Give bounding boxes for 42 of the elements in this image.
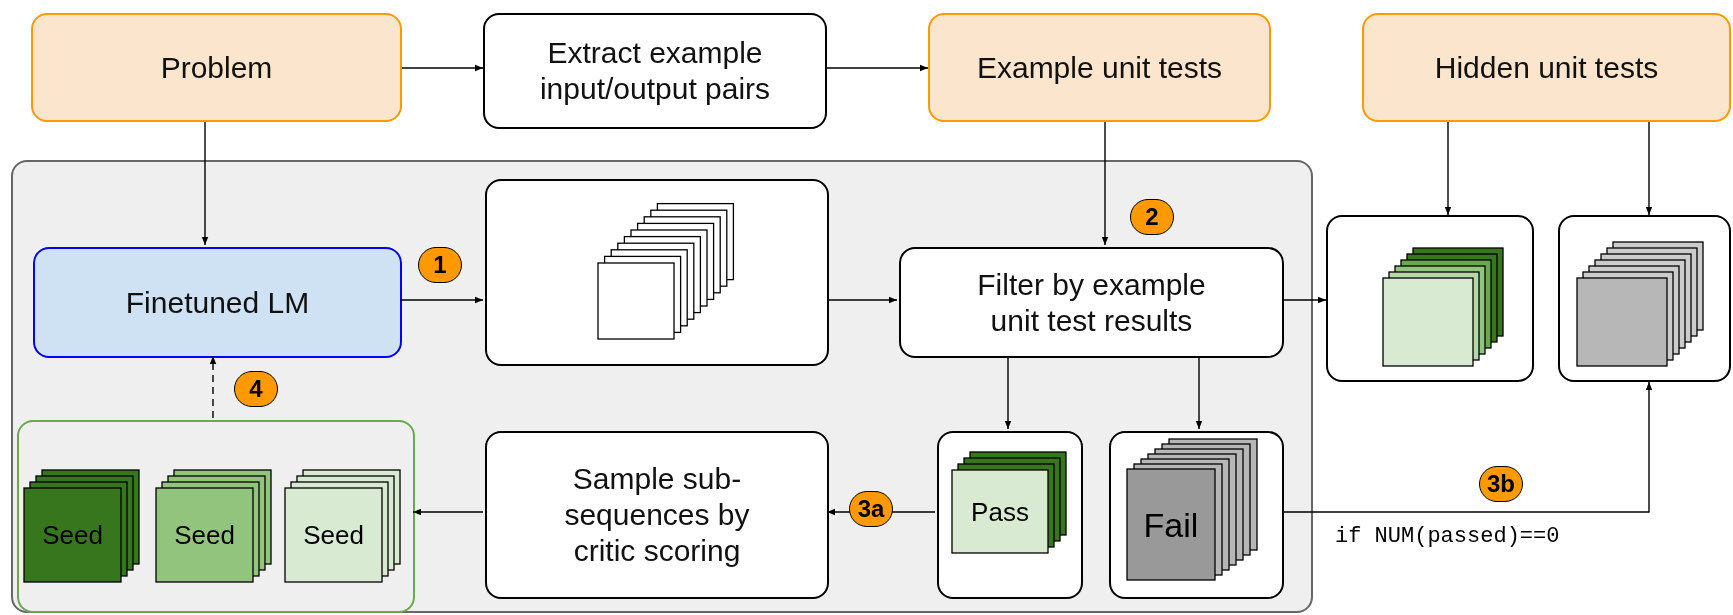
arrow	[399, 296, 484, 304]
arrow	[1281, 381, 1653, 513]
samples-box	[937, 431, 1083, 599]
step-badge: 3b	[1479, 466, 1523, 502]
box-label: Problem	[160, 49, 273, 86]
process-box	[899, 247, 1284, 358]
process-box	[483, 13, 827, 129]
input-box	[31, 13, 402, 122]
box-label: Filter by example unit test results	[976, 266, 1207, 339]
card-label: Seed	[42, 522, 103, 548]
arrow	[1281, 296, 1327, 304]
arrow	[1195, 355, 1203, 430]
box-label: Example unit tests	[976, 49, 1223, 86]
card-label: Pass	[971, 498, 1029, 525]
box-label: Hidden unit tests	[1434, 49, 1659, 86]
card-label: Seed	[303, 522, 364, 548]
card-label: Seed	[174, 522, 235, 548]
arrow	[201, 121, 209, 246]
samples-box	[1109, 431, 1284, 599]
seed-group-box	[17, 420, 415, 613]
input-box	[928, 13, 1271, 122]
samples-box	[1326, 215, 1534, 382]
edge-label: if NUM(passed)==0	[1335, 526, 1560, 548]
arrow	[1444, 121, 1452, 216]
box-label: Extract example input/output pairs	[538, 35, 772, 107]
box-label: Sample sub-sequences by critic scoring	[563, 461, 751, 569]
arrow	[412, 508, 484, 516]
arrow	[209, 355, 217, 419]
arrow	[1004, 355, 1012, 430]
samples-box	[485, 179, 829, 366]
panel-background	[11, 160, 1313, 613]
model-box	[33, 247, 402, 358]
process-box	[485, 431, 829, 599]
arrow	[401, 64, 484, 72]
input-box	[1362, 13, 1731, 122]
arrow	[826, 64, 929, 72]
arrow	[1645, 121, 1653, 216]
box-label: Finetuned LM	[125, 284, 310, 321]
arrow	[1101, 121, 1109, 246]
card-label: Fail	[1143, 507, 1199, 542]
arrow	[826, 296, 898, 304]
samples-box	[1558, 215, 1731, 382]
